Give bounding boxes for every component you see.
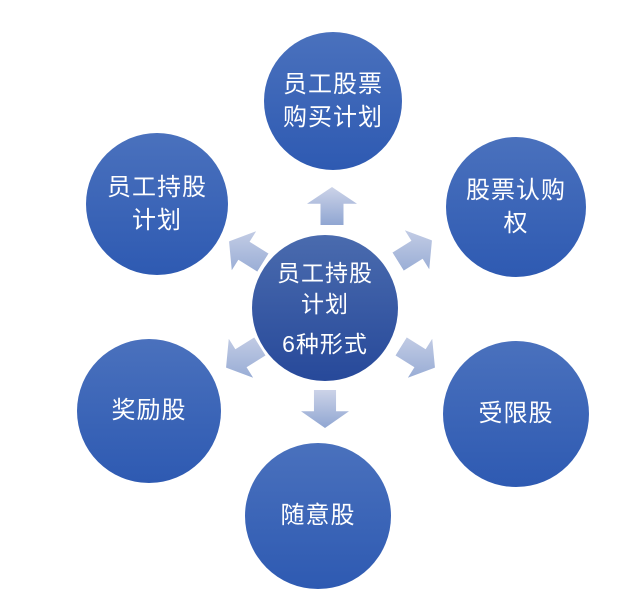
- center-subtitle: 6种形式: [282, 330, 368, 357]
- center-node-esop-6-forms: 员工持股 计划 6种形式: [252, 235, 398, 381]
- arrow-down-icon: [301, 390, 349, 428]
- arrow-up-icon: [307, 187, 357, 225]
- node-label: 奖励股: [111, 397, 187, 425]
- center-title: 员工持股 计划: [277, 259, 373, 317]
- node-employee-stock-purchase-plan: 员工股票 购买计划: [264, 32, 402, 170]
- node-label: 员工股票 购买计划: [283, 70, 383, 131]
- node-label: 股票认购 权: [466, 176, 566, 237]
- node-discretionary-shares: 随意股: [245, 443, 391, 589]
- node-label: 随意股: [280, 502, 356, 530]
- node-award-shares: 奖励股: [77, 339, 221, 483]
- node-label: 受限股: [478, 400, 554, 428]
- node-stock-subscription-right: 股票认购 权: [446, 137, 586, 277]
- arrow-upper-right-icon: [386, 221, 444, 281]
- node-restricted-shares: 受限股: [443, 341, 589, 487]
- arrow-lower-right-icon: [389, 327, 447, 387]
- node-label: 员工持股 计划: [107, 173, 207, 234]
- node-employee-stock-ownership-plan: 员工持股 计划: [86, 133, 228, 275]
